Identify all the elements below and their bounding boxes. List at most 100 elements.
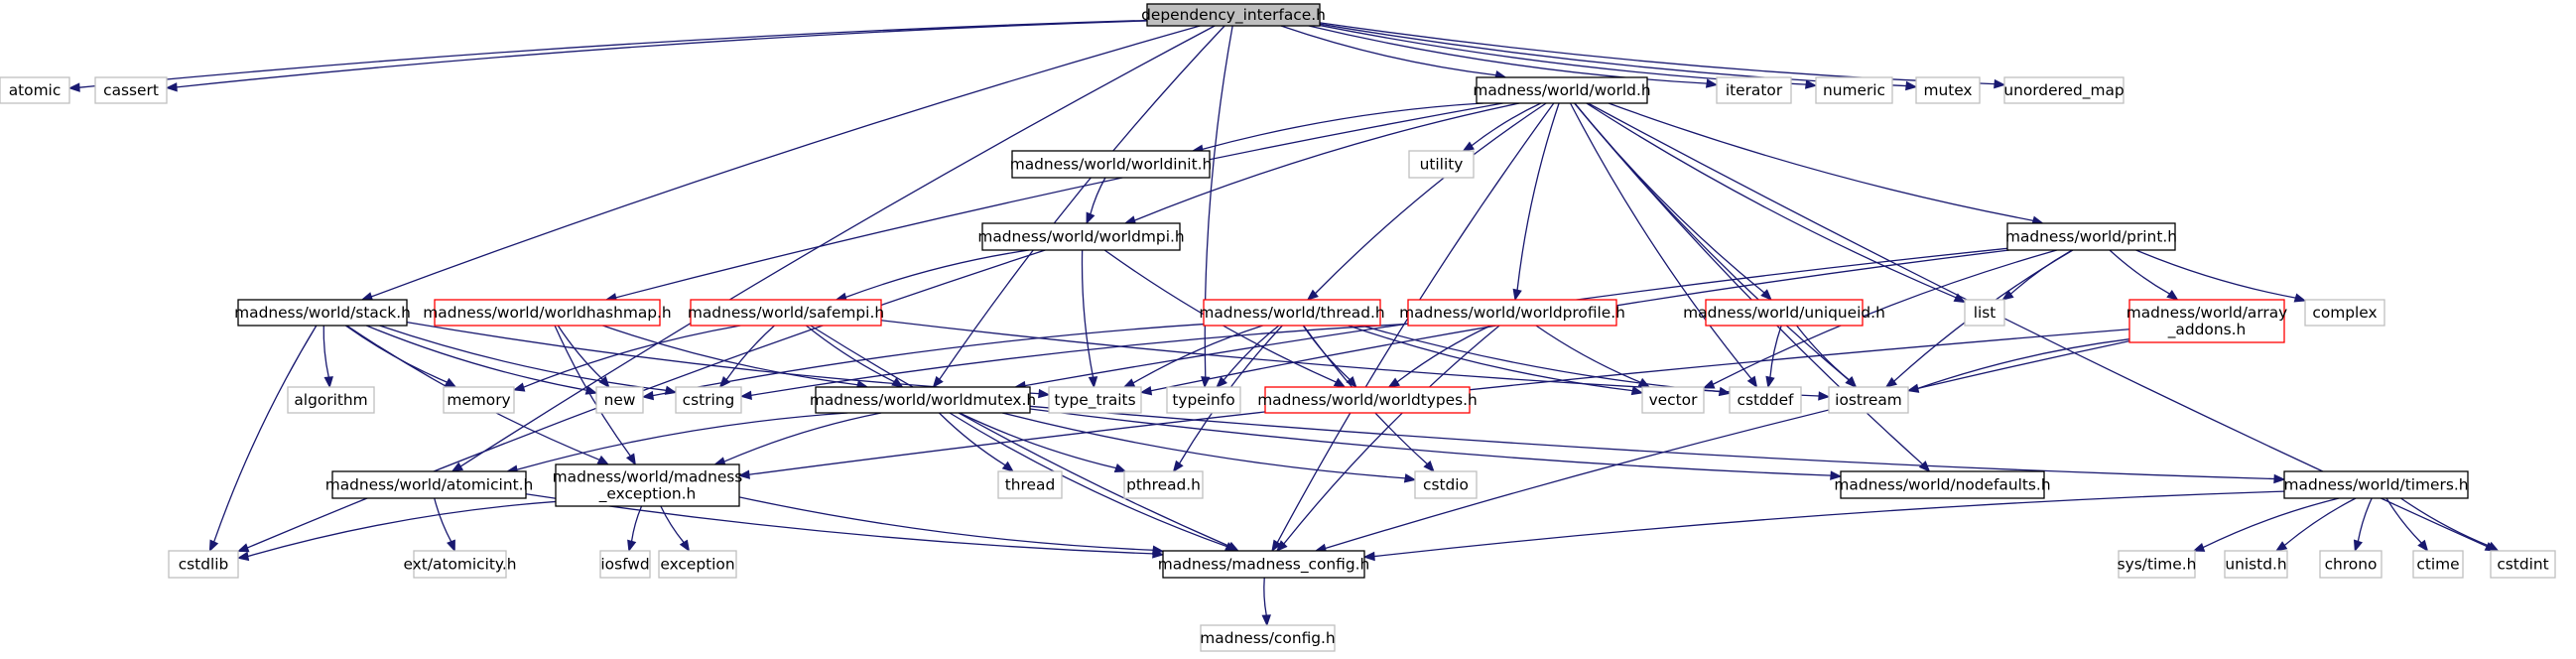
node-unistd: unistd.h <box>2224 550 2288 579</box>
node-safempi[interactable]: madness/world/safempi.h <box>688 299 884 327</box>
arrowhead-thread-to-worldtypes <box>1346 375 1357 389</box>
node-vector: vector <box>1641 386 1705 414</box>
arrowhead-world-to-nodefaults <box>1918 461 1931 472</box>
node-cstring: cstring <box>675 386 742 414</box>
arrowhead-world-to-uniqueid <box>1760 289 1772 301</box>
node-worldtypes[interactable]: madness/world/worldtypes.h <box>1257 386 1478 414</box>
node-box <box>2412 550 2464 579</box>
edge-world-to-worldinit <box>1202 102 1483 151</box>
node-madness-config[interactable]: madness/madness_config.h <box>1158 550 1370 579</box>
edge-array_addons-to-madness_config <box>1325 339 2130 550</box>
arrowhead-atomicint-to-atomicity <box>447 539 455 553</box>
node-world[interactable]: madness/world/world.h <box>1473 76 1651 104</box>
arrowhead-stack-to-cstdlib <box>208 539 219 553</box>
node-box <box>287 386 375 414</box>
node-unordered-map: unordered_map <box>2003 76 2125 104</box>
arrowhead-madness_config-to-config <box>1261 614 1271 627</box>
node-timers[interactable]: madness/world/timers.h <box>2283 470 2469 499</box>
edge-madness_exception-to-iosfwd <box>630 505 643 542</box>
edge-stack-to-cstdlib <box>213 325 318 543</box>
node-worldhashmap[interactable]: madness/world/worldhashmap.h <box>423 299 672 327</box>
node-stack[interactable]: madness/world/stack.h <box>234 299 411 327</box>
arrowhead-worldprofile-to-madness_config <box>1275 540 1288 552</box>
node-box <box>815 386 1031 414</box>
edge-root-to-iterator <box>1308 25 1708 84</box>
edge-thread-to-vector <box>1348 325 1633 392</box>
arrowhead-root-to-numeric <box>1805 79 1818 89</box>
arrowhead-timers-to-chrono <box>2353 539 2364 553</box>
node-box <box>2304 299 2385 327</box>
node-label: utility <box>1420 156 1464 174</box>
arrowhead-timers-to-unistd <box>2274 541 2288 552</box>
arrowhead-madness_exception-to-iosfwd <box>627 539 637 553</box>
arrowhead-worldmutex-to-pthread <box>1113 463 1127 472</box>
node-iosfwd: iosfwd <box>599 550 651 579</box>
node-box <box>997 470 1063 499</box>
arrowhead-worldmutex-to-threadsys <box>1001 461 1015 472</box>
edge-timers-to-madness_config <box>1373 490 2285 558</box>
node-thread[interactable]: madness/world/thread.h <box>1199 299 1385 327</box>
arrowhead-worldmpi-to-type_traits <box>1088 376 1098 389</box>
arrowhead-stack-to-type_traits <box>1038 388 1051 399</box>
edge-worldmpi-to-safempi <box>845 249 1030 299</box>
node-worldinit[interactable]: madness/world/worldinit.h <box>1010 150 1213 179</box>
arrowhead-thread-to-cstdio <box>1423 461 1435 473</box>
edge-madness_exception-to-cstdlib <box>247 500 557 558</box>
node-atomicint[interactable]: madness/world/atomicint.h <box>325 470 534 499</box>
node-box <box>1200 624 1336 652</box>
node-box <box>1166 386 1241 414</box>
edge-root-to-typeinfo <box>1204 25 1233 378</box>
node-label: madness/madness_config.h <box>1158 556 1370 575</box>
edge-timers-to-unistd <box>2283 497 2357 546</box>
arrowhead-root-to-typeinfo <box>1201 376 1211 389</box>
node-worldmpi[interactable]: madness/world/worldmpi.h <box>977 222 1185 251</box>
node-box <box>443 386 515 414</box>
edge-world-to-nodefaults <box>1574 102 1923 465</box>
node-cstdint: cstdint <box>2490 550 2556 579</box>
node-label: madness/world/worldtypes.h <box>1257 391 1478 409</box>
arrowhead-thread-to-new <box>641 390 655 401</box>
node-box <box>1828 386 1909 414</box>
node-type-traits: type_traits <box>1048 386 1142 414</box>
node-array-addons[interactable]: madness/world/array_addons.h <box>2126 299 2288 343</box>
node-uniqueid[interactable]: madness/world/uniqueid.h <box>1683 299 1885 327</box>
node-label: madness/world/worldhashmap.h <box>423 304 671 322</box>
node-label: madness/world/nodefaults.h <box>1834 476 2050 494</box>
node-print[interactable]: madness/world/print.h <box>2005 222 2177 251</box>
arrowhead-print-to-vector <box>1702 379 1716 389</box>
node-label: cstdlib <box>179 556 229 574</box>
edge-world-to-thread <box>1315 102 1547 295</box>
edge-thread-to-new <box>652 323 1205 397</box>
node-nodefaults[interactable]: madness/world/nodefaults.h <box>1834 470 2051 499</box>
node-label: madness/world/worldmutex.h <box>810 391 1036 409</box>
arrowhead-stack-to-memory <box>444 377 457 388</box>
arrowhead-world-to-cstddef <box>1746 375 1758 389</box>
arrowhead-world-to-worldprofile <box>1512 288 1522 302</box>
node-box <box>237 299 408 327</box>
edge-root-to-world <box>1280 25 1496 76</box>
edge-world-to-cstddef <box>1569 102 1752 380</box>
node-label: type_traits <box>1054 391 1135 410</box>
node-box <box>1048 386 1142 414</box>
arrowhead-thread-to-type_traits <box>1122 378 1136 388</box>
edge-stack-to-cstring <box>379 325 667 391</box>
node-label: cstdint <box>2497 556 2548 574</box>
arrowhead-root-to-mutex <box>1905 80 1918 91</box>
arrowhead-root-to-atomic <box>67 82 80 92</box>
node-root[interactable]: dependency_interface.h <box>1141 3 1326 27</box>
node-box <box>1705 299 1864 327</box>
node-label: madness/world/world.h <box>1473 81 1650 99</box>
arrowhead-array_addons-to-madness_exception <box>737 469 750 479</box>
node-worldprofile[interactable]: madness/world/worldprofile.h <box>1399 299 1625 327</box>
node-typeinfo: typeinfo <box>1166 386 1241 414</box>
node-threadsys: thread <box>997 470 1063 499</box>
edge-root-to-unordered_map <box>1319 22 1996 85</box>
edge-worldmutex-to-timers <box>1029 405 2275 480</box>
node-box <box>1162 550 1365 579</box>
node-worldmutex[interactable]: madness/world/worldmutex.h <box>810 386 1036 414</box>
node-box <box>2118 550 2196 579</box>
node-label: algorithm <box>294 391 367 409</box>
node-madness-exception[interactable]: madness/world/madness_exception.h <box>553 463 743 507</box>
arrowhead-worldmpi-to-worldtypes <box>1333 377 1347 388</box>
edge-timers-to-ctime <box>2385 497 2422 544</box>
